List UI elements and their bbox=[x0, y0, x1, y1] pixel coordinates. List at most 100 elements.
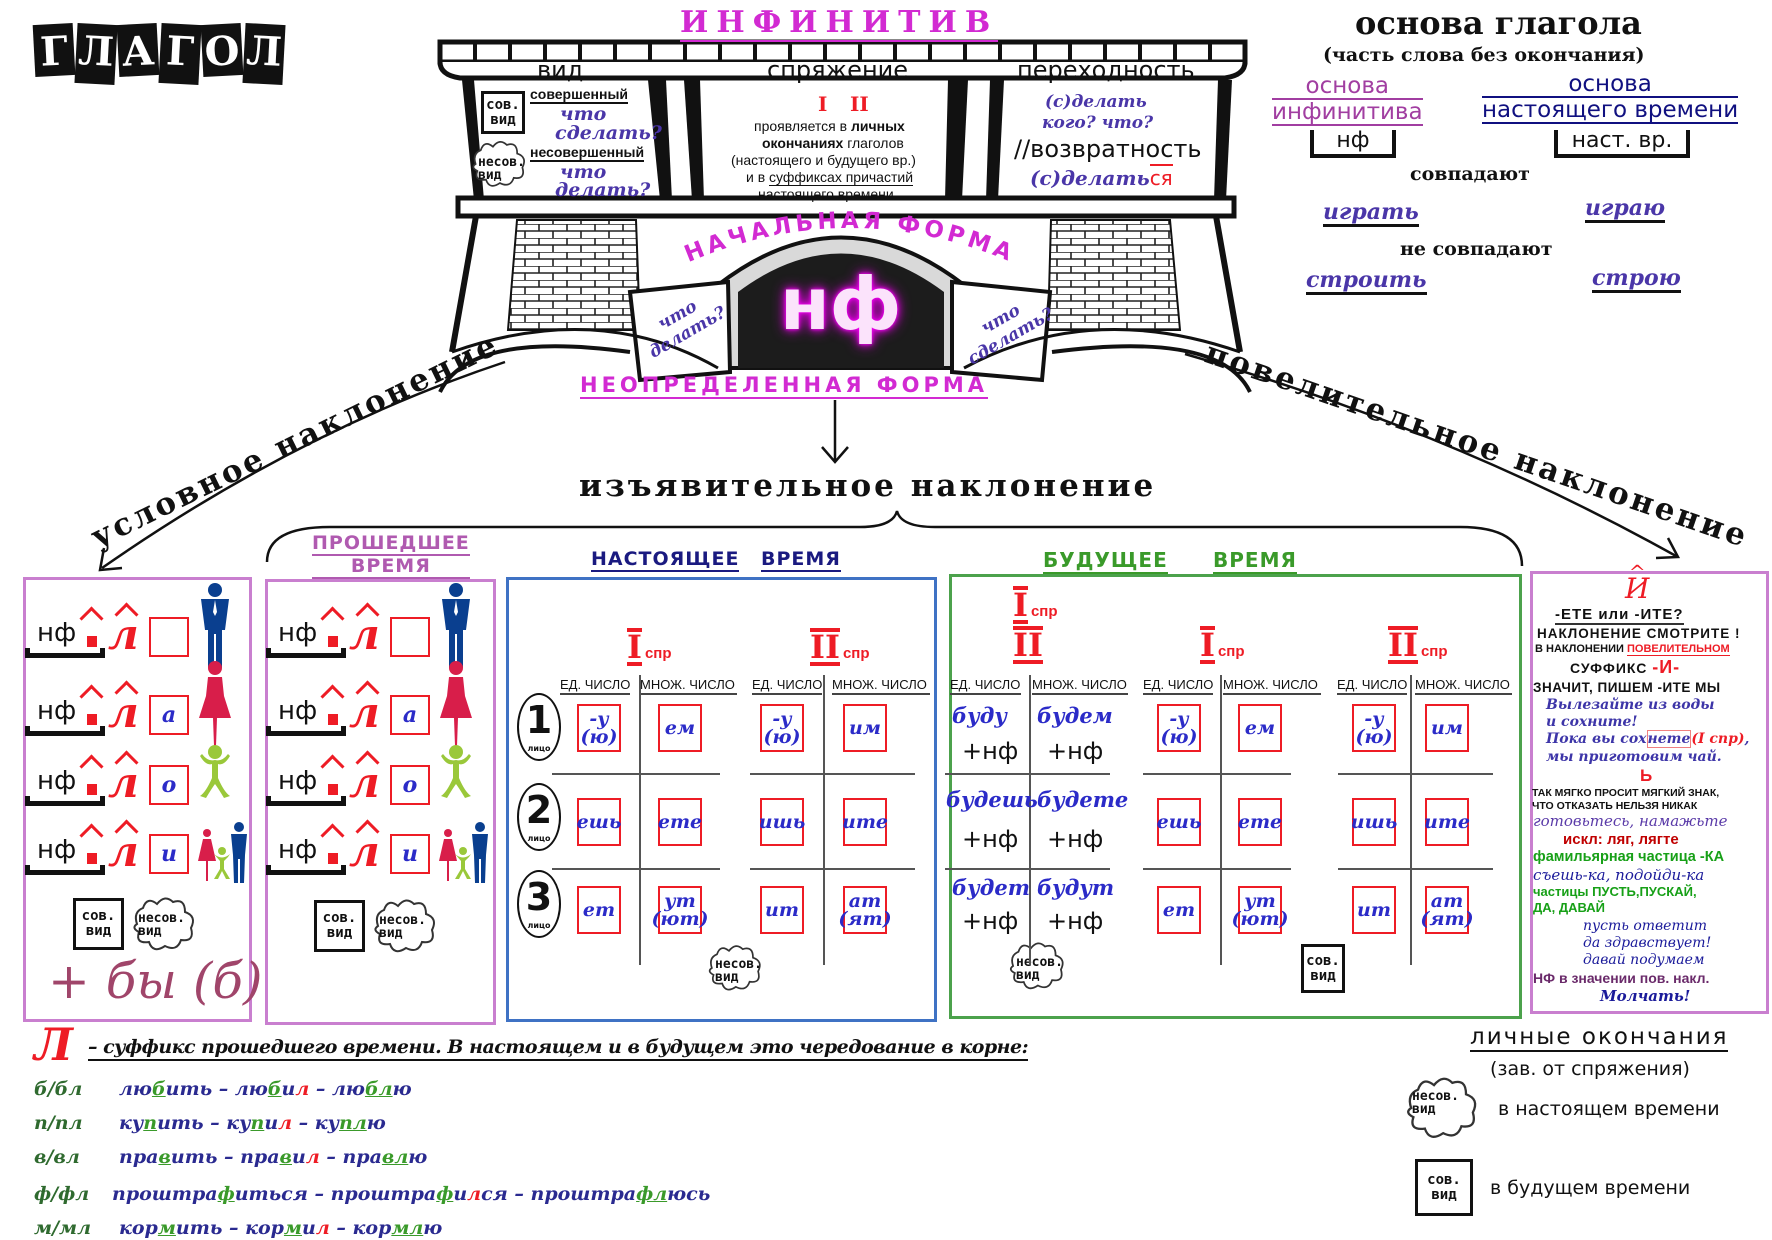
nf-stem: нф bbox=[37, 696, 77, 726]
badge-text: несов.вид bbox=[1016, 956, 1063, 982]
plus-infinitive: +нф bbox=[1047, 825, 1104, 853]
logo-letter: А bbox=[116, 22, 160, 78]
stem-bracket bbox=[25, 726, 105, 736]
word-part: бл bbox=[364, 1078, 393, 1100]
text: Пока вы сох bbox=[1546, 731, 1647, 747]
text: И bbox=[1625, 572, 1650, 605]
soft-sign-rule-1: ТАК МЯГКО ПРОСИТ МЯГКИЙ ЗНАК, bbox=[1532, 787, 1720, 799]
badge-text-line: несов. bbox=[478, 155, 525, 170]
ending-text: ат bbox=[1430, 890, 1464, 912]
conjugation-numeral: II bbox=[810, 628, 840, 666]
conjugation-numeral: I bbox=[1200, 626, 1215, 664]
badge-text-line: вид bbox=[715, 970, 739, 985]
word-part: ить bbox=[157, 1112, 204, 1134]
ending-box: ешь bbox=[1157, 798, 1201, 846]
blob-shape bbox=[133, 897, 194, 951]
dash: – bbox=[222, 1217, 246, 1239]
conjugation-numeral: I bbox=[1013, 586, 1028, 624]
table-divider bbox=[945, 773, 1110, 775]
text-red: (I спр) bbox=[1691, 731, 1745, 747]
perfective-aspect-badge: сов.вид bbox=[1301, 944, 1345, 993]
reflexivity-label: //возвратность bbox=[1014, 135, 1202, 163]
word-part: ку bbox=[119, 1112, 144, 1134]
imperfective-aspect-badge: несов.вид bbox=[1402, 1072, 1482, 1144]
word-part: юсь bbox=[667, 1183, 711, 1205]
auxiliary-verb: будете bbox=[1037, 787, 1129, 812]
past-suffix: л bbox=[349, 758, 380, 807]
logo-letter: Г bbox=[158, 22, 202, 86]
ending-text: ишь bbox=[758, 811, 806, 833]
word-part: ю bbox=[408, 1146, 428, 1168]
word-part: и bbox=[453, 1183, 468, 1205]
imperfective-aspect-badge: несов.вид bbox=[468, 138, 530, 190]
word-part: вл bbox=[381, 1146, 409, 1168]
suffix-marker bbox=[328, 853, 338, 864]
blob-shape bbox=[1407, 1077, 1477, 1138]
stem-bracket bbox=[266, 865, 346, 875]
past-suffix: л bbox=[349, 827, 380, 876]
plus-infinitive: +нф bbox=[1047, 737, 1104, 765]
ending-box: ит bbox=[1352, 886, 1396, 934]
text: инфинитива bbox=[1272, 99, 1423, 126]
past-suffix: л bbox=[108, 758, 139, 807]
perfective-label: совершенный bbox=[530, 86, 629, 104]
nomatch-present-example: строю bbox=[1592, 265, 1681, 293]
ending-box: ат(ят) bbox=[1420, 886, 1474, 934]
word-part: м bbox=[157, 1217, 176, 1239]
word-part: п bbox=[250, 1112, 265, 1134]
past-suffix-letter: Л bbox=[34, 1020, 73, 1071]
word-part: ить bbox=[170, 1146, 218, 1168]
ending-text: ут bbox=[1244, 890, 1276, 912]
future-tense-label-1: БУДУЩЕЕ bbox=[1043, 548, 1168, 574]
badge-text: вид bbox=[85, 923, 112, 939]
person-number: 3 bbox=[525, 875, 553, 919]
dash: – bbox=[507, 1183, 531, 1205]
ending-alt-text: (ю) bbox=[763, 726, 801, 748]
alternation-example: купить – купил – куплю bbox=[119, 1112, 386, 1134]
ending-text: ите bbox=[1424, 811, 1471, 833]
logo-letter: Л bbox=[74, 22, 118, 86]
ending-box: ат(ят) bbox=[838, 886, 892, 934]
ending-text: -у bbox=[1169, 708, 1189, 730]
table-divider bbox=[552, 868, 720, 870]
text: СУФФИКС bbox=[1570, 660, 1648, 676]
imperative-example-3: Пока вы сохнете(I спр), bbox=[1546, 730, 1749, 748]
legend-imperfective: в настоящем времени bbox=[1498, 1098, 1720, 1120]
ending-box: ете bbox=[658, 798, 702, 846]
auxiliary-verb: буду bbox=[952, 703, 1007, 728]
word-part: проштра bbox=[530, 1183, 637, 1205]
ending-box: а bbox=[149, 695, 189, 735]
conjugation-numeral: II bbox=[1388, 626, 1418, 664]
dash: – bbox=[307, 1183, 331, 1205]
legend-subtitle: (зав. от спряжения) bbox=[1490, 1058, 1690, 1080]
ending-text: ешь bbox=[576, 811, 622, 833]
plural-header: МНОЖ. ЧИСЛО bbox=[1032, 677, 1128, 695]
badge-text: сов. bbox=[486, 96, 520, 113]
ending-text: -у bbox=[589, 708, 609, 730]
infinitive-stem-mark: нф bbox=[1310, 130, 1396, 158]
ending-text: ет bbox=[1162, 899, 1196, 921]
ending-text: и bbox=[161, 841, 177, 867]
word-part: мл bbox=[391, 1217, 424, 1239]
word-part: б bbox=[267, 1078, 282, 1100]
ending-text: -у bbox=[1364, 708, 1384, 730]
imperative-example-1: Вылезайте из воды bbox=[1546, 697, 1715, 713]
imperative-example-10: Молчать! bbox=[1600, 987, 1691, 1005]
child-icon bbox=[198, 730, 232, 822]
badge-text: сов. bbox=[1427, 1171, 1461, 1188]
nf-stem: нф bbox=[37, 835, 77, 865]
table-divider bbox=[945, 868, 1110, 870]
blob-shape bbox=[472, 141, 525, 187]
text: глаголов bbox=[847, 135, 904, 151]
ending-box: и bbox=[390, 834, 430, 874]
badge-text-line: вид bbox=[478, 168, 502, 183]
singular-header: ЕД. ЧИСЛО bbox=[950, 677, 1021, 695]
blob-shape bbox=[374, 899, 435, 953]
conjugation-line-5: настоящего времени bbox=[758, 186, 894, 202]
reflexive-suffix: ся bbox=[1149, 164, 1173, 190]
